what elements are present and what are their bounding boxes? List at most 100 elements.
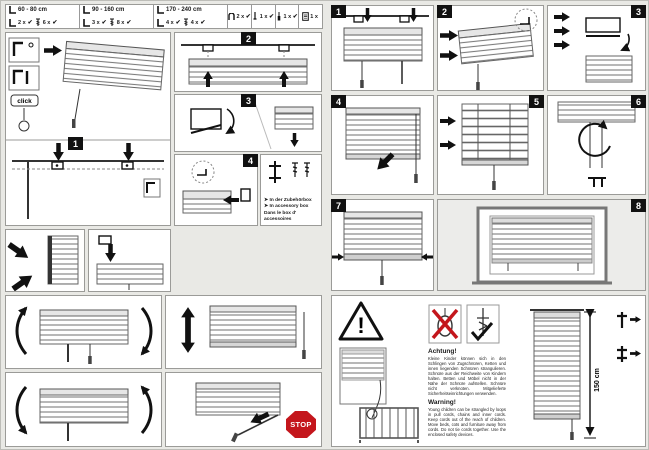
check-mark: ✔ [101, 20, 107, 26]
fat-arrow-right-icon [630, 350, 641, 357]
accessory-note-de: In der Zubehörbox [269, 198, 312, 204]
lift-illustration [181, 305, 306, 359]
fat-arrow-down-icon [53, 143, 64, 161]
bracket-mounting-illustration: click [6, 37, 170, 219]
check-mark [470, 322, 494, 342]
lower-blind-illustration [345, 107, 421, 183]
finished-window-illustration [438, 200, 645, 290]
qty-label: 2 x [18, 19, 26, 26]
panel-right-step-2: 2 [437, 5, 544, 91]
panel-right-step-8: 8 [437, 199, 646, 291]
crib [359, 407, 419, 439]
fat-arrow-down-icon [290, 133, 299, 147]
qty-label: 1 x [283, 13, 292, 20]
warning-triangle-icon: ! [338, 301, 384, 341]
step-tab: 2 [437, 5, 452, 18]
screw-icon [292, 162, 298, 177]
panel-valance-insert-a [5, 229, 85, 292]
accessory-parts-illustration [269, 161, 310, 183]
stop-sign: STOP [286, 411, 316, 438]
parts-group-small: 60 - 80 cm 2 x✔ 6 x✔ [6, 5, 80, 28]
clip-insert-illustration [96, 235, 164, 290]
check-mark: ✔ [27, 20, 33, 26]
dangling-cord [371, 379, 382, 419]
panel-right-step-7: 7 [331, 199, 434, 291]
rail-click-in-illustration [181, 44, 315, 87]
bracket-icon [9, 18, 16, 27]
range-label: 60 - 80 cm [18, 7, 48, 13]
safety-bracket-icon [228, 12, 235, 20]
check-mark: ✔ [200, 20, 206, 26]
tilt-illustration [15, 385, 153, 441]
parts-extra: 2 x✔ [228, 5, 252, 28]
warning-title: Warning! [428, 399, 456, 407]
qty-label: 1 x [310, 13, 318, 20]
qty-label: 6 x [42, 19, 51, 26]
panel-bracket-mounting: 1 click [5, 32, 171, 226]
check-mark: ✔ [52, 20, 58, 26]
step-tab: 5 [529, 95, 544, 108]
valance-insert-illustration [6, 235, 79, 291]
check-mark: ✔ [175, 20, 181, 26]
cord-wind-up-illustration [557, 101, 636, 187]
fat-arrow-right-icon [440, 140, 456, 150]
step-tab: 3 [241, 94, 256, 107]
bracket-lock-illustration [190, 96, 314, 150]
qty-label: 4 x [166, 19, 174, 26]
panel-right-step-6: 6 [547, 95, 646, 195]
fat-arrow-down-icon [123, 143, 134, 161]
panel-right-step-4: 4 [331, 95, 434, 195]
parts-bar: 60 - 80 cm 2 x✔ 6 x✔ 90 - 160 cm 3 x✔ [5, 4, 323, 29]
bracket-icon [9, 6, 16, 14]
parts-group-medium: 90 - 160 cm 3 x✔ 8 x✔ [80, 5, 154, 28]
fat-arrow-right-icon [630, 316, 641, 323]
parts-group-large: 170 - 240 cm 4 x✔ 4 x✔ [154, 5, 228, 28]
click-label: click [17, 98, 32, 105]
panel-cord-stop: STOP [165, 372, 322, 447]
parts-extra: 1 x✔ [252, 5, 276, 28]
cord-stop-illustration [195, 382, 281, 443]
qty-label: 4 x [190, 19, 199, 26]
manual-icon [301, 12, 309, 21]
cord-tassel [88, 356, 92, 364]
wand-icon [253, 12, 257, 20]
push-lock-illustration [554, 12, 633, 83]
end-cap-illustration [182, 160, 251, 214]
fat-arrow-down-icon [105, 244, 116, 262]
fat-arrow-right-icon [44, 45, 62, 56]
ladder-cord-illustration [440, 103, 529, 190]
panel-step-4: 4 [174, 154, 258, 226]
wall-cleat-icon [617, 346, 627, 362]
qty-label: 8 x [116, 19, 125, 26]
accessory-note-fr: Dans le box d' accessoires [264, 210, 297, 222]
fat-arrow-right-icon [554, 40, 570, 50]
slide-rail-illustration [440, 8, 538, 90]
height-label: 150 cm [594, 368, 601, 392]
step-tab: 6 [631, 95, 646, 108]
panel-valance-insert-b [88, 229, 171, 292]
panel-right-step-5: 5 [437, 95, 544, 195]
accessory-note: ➤In der Zubehörbox ➤In accessory box Dan… [264, 198, 321, 223]
achtung-body: Kleine Kinder können sich in den Schling… [428, 356, 506, 397]
fat-arrow-left-icon [421, 253, 433, 261]
accessory-note-en: In accessory box [269, 204, 309, 210]
cord-cleat-approved-icon [466, 304, 500, 344]
step-tab: 1 [331, 5, 346, 18]
screw-icon [183, 18, 188, 26]
cord-height-illustration: 150 cm [530, 309, 601, 440]
range-label: 90 - 160 cm [92, 7, 125, 13]
panel-lift-operation [165, 295, 322, 369]
fat-arrow-icon [6, 238, 33, 264]
qty-label: 3 x [92, 19, 100, 26]
warning-text-column: Achtung! Kleine Kinder können sich in de… [428, 348, 506, 444]
fat-arrow-down-icon [363, 8, 372, 22]
cord-tassel [72, 119, 76, 128]
fat-arrow-icon [9, 269, 37, 291]
blind-illustration [62, 40, 165, 91]
panel-accessory-box: ➤In der Zubehörbox ➤In accessory box Dan… [260, 154, 322, 226]
parts-extra: 1 x✔ [276, 5, 300, 28]
cord-tassel [380, 276, 384, 285]
bracket-icon [157, 18, 164, 27]
panel-step-2: 2 [174, 32, 322, 92]
